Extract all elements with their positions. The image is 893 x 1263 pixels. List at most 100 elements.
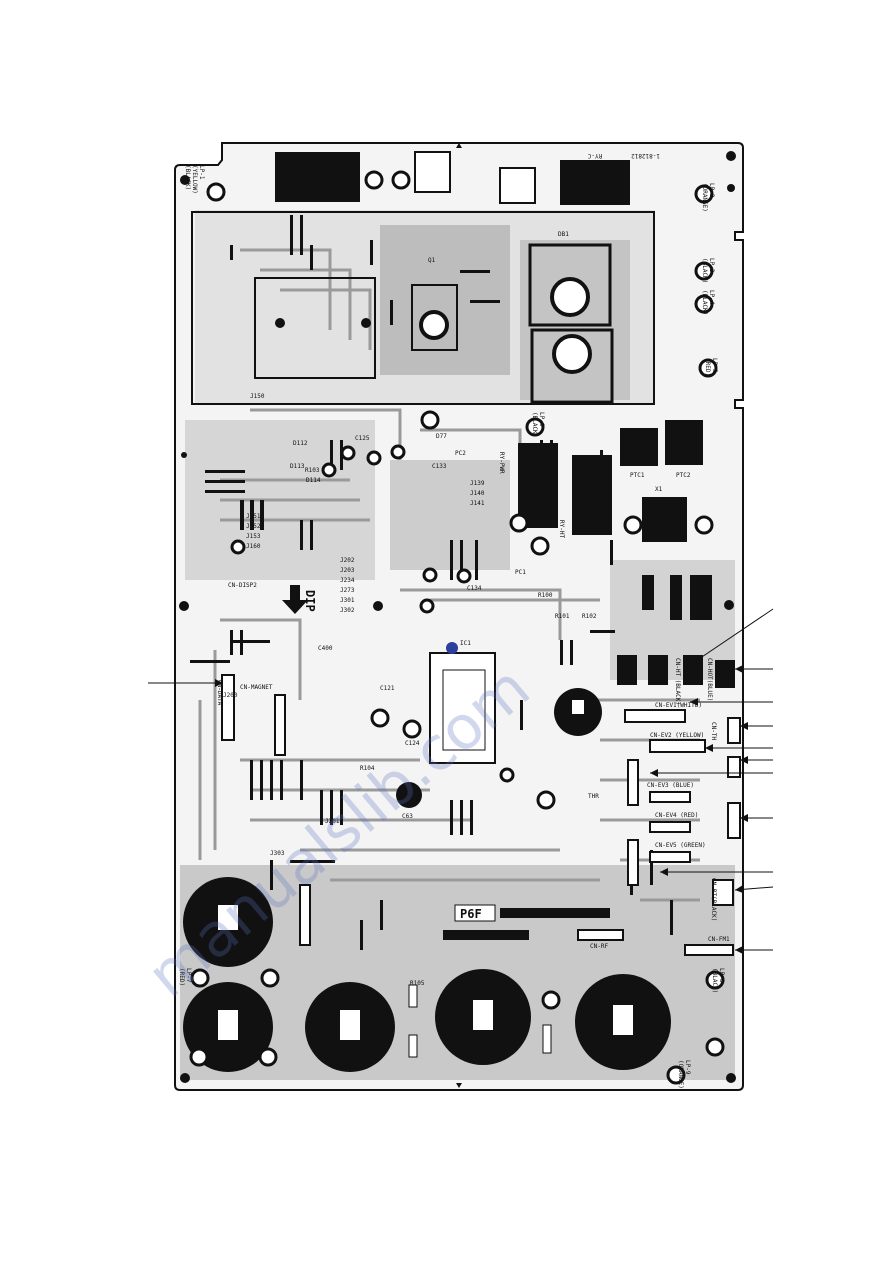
relay-ry-c-label: RY-C [587, 152, 602, 159]
svg-text:J303: J303 [270, 850, 285, 857]
svg-text:PC2: PC2 [455, 450, 466, 457]
cn-hot-label: CN-HOT(BLUE) [706, 658, 713, 701]
svg-text:LP-1(YELLOW)(BLACK): LP-1(YELLOW)(BLACK) [184, 165, 205, 194]
bridge-hole-2 [552, 334, 592, 374]
svg-text:LP-4(BLACK): LP-4(BLACK) [701, 290, 715, 315]
heatsink-area [191, 211, 655, 405]
svg-text:J301: J301 [340, 597, 355, 604]
p6f-box [454, 904, 496, 922]
cn-th-label: CN-TH [710, 722, 717, 740]
svg-text:LP-3(BLACK): LP-3(BLACK) [701, 258, 715, 283]
svg-text:J140: J140 [470, 490, 485, 497]
bottom-bar-2 [443, 930, 529, 940]
resistor-r3 [542, 1024, 552, 1054]
svg-text:R100: R100 [538, 592, 553, 599]
right-connectors [299, 709, 741, 956]
svg-text:D113: D113 [290, 463, 305, 470]
svg-text:LP-5(RED): LP-5(RED) [704, 358, 718, 376]
svg-text:THR: THR [588, 793, 599, 800]
svg-text:C400: C400 [318, 645, 333, 652]
svg-text:J273: J273 [340, 587, 355, 594]
svg-text:LP-7(RED): LP-7(RED) [178, 968, 192, 986]
svg-text:J139: J139 [470, 480, 485, 487]
dip-arrow [282, 585, 308, 614]
svg-text:J152: J152 [246, 523, 261, 530]
c400-label: X1 [655, 486, 663, 493]
svg-text:C125: C125 [355, 435, 370, 442]
q1-hole [419, 310, 449, 340]
cn-fm1-label: CN-FM1 [708, 936, 730, 943]
ipm-module [254, 277, 376, 379]
cn-rt-label: CN-RT(BLACK) [710, 878, 717, 921]
top-marker [456, 143, 462, 148]
svg-text:D114: D114 [306, 477, 321, 484]
bridge-db1 [528, 243, 612, 327]
mcu-pin1-mark [446, 642, 458, 654]
bottom-marker [456, 1083, 462, 1088]
cn-ev1-label: CN-EV1(WHITE) [655, 702, 702, 709]
cn-disp2-label: CN-DISP2 [228, 582, 257, 589]
transformer-top-2 [499, 167, 536, 204]
svg-text:C134: C134 [467, 585, 482, 592]
cn-ht-label: CN-HT (BLACK) [674, 658, 681, 705]
callout-arrowheads [215, 657, 748, 954]
svg-text:LP-2(ORANGE): LP-2(ORANGE) [701, 183, 715, 212]
svg-text:J200: J200 [223, 692, 238, 699]
svg-text:J160: J160 [246, 543, 261, 550]
svg-text:R103: R103 [305, 467, 320, 474]
ptc1 [620, 428, 658, 466]
cn-ev3-label: CN-EV3 (BLUE) [647, 782, 694, 789]
microcontroller-inner [442, 669, 486, 751]
transformer-top [414, 151, 451, 193]
svg-text:J202: J202 [340, 557, 355, 564]
cn-ev5-label: CN-EV5 (GREEN) [655, 842, 706, 849]
svg-text:R104: R104 [360, 765, 375, 772]
ptc2 [665, 420, 703, 465]
ipm-hole [361, 318, 371, 328]
lamp-rings [189, 170, 725, 1085]
relay-top-left [275, 152, 360, 202]
resistor-r1 [408, 984, 418, 1008]
revision-label: 1-812812 [631, 152, 660, 159]
svg-text:LP-9(ORANGE): LP-9(ORANGE) [677, 1060, 691, 1089]
ptc2-label: PTC2 [676, 472, 691, 479]
svg-text:C63: C63 [402, 813, 413, 820]
ptc1-label: PTC1 [630, 472, 645, 479]
bridge-db2 [530, 328, 614, 404]
bridge-hole-1 [550, 277, 590, 317]
svg-text:J302: J302 [340, 607, 355, 614]
cn-magnet-label: CN-MAGNET [240, 684, 273, 691]
cn-data-label: CN-DATA [216, 680, 223, 706]
svg-text:R102: R102 [582, 613, 597, 620]
svg-text:LP-6(BLACK): LP-6(BLACK) [531, 412, 545, 437]
component-labels: RY-PWR RY-HT D77 PC1 PC2 IC1 C400 THR C6… [223, 393, 599, 987]
svg-text:RY-HT: RY-HT [558, 520, 565, 538]
svg-text:J151: J151 [246, 513, 261, 520]
bulk-capacitors [183, 688, 671, 1072]
svg-text:D112: D112 [293, 440, 308, 447]
q1-block [411, 284, 458, 351]
svg-text:J153: J153 [246, 533, 261, 540]
dip-label: DIP [303, 590, 317, 612]
svg-text:J203: J203 [340, 567, 355, 574]
bottom-bar-1 [500, 908, 610, 918]
microcontroller [429, 652, 496, 764]
cn-rf-label: CN-RF [590, 943, 608, 950]
relay-ry-pwr [518, 443, 558, 528]
relay-ry-c [560, 160, 630, 205]
cn-ev2-label: CN-EV2 (YELLOW) [650, 732, 704, 739]
small-relays [617, 497, 735, 688]
ipm-hole-2 [275, 318, 285, 328]
svg-text:C133: C133 [432, 463, 447, 470]
svg-text:PC1: PC1 [515, 569, 526, 576]
svg-text:J141: J141 [470, 500, 485, 507]
q1-label: Q1 [428, 257, 436, 264]
svg-text:J234: J234 [340, 577, 355, 584]
mounting-holes [179, 151, 736, 1083]
cn-magnet-connector [274, 694, 286, 756]
db1-label: DB1 [558, 231, 569, 238]
svg-text:IC1: IC1 [460, 640, 471, 647]
svg-text:C121: C121 [380, 685, 395, 692]
svg-text:J201: J201 [325, 818, 340, 825]
